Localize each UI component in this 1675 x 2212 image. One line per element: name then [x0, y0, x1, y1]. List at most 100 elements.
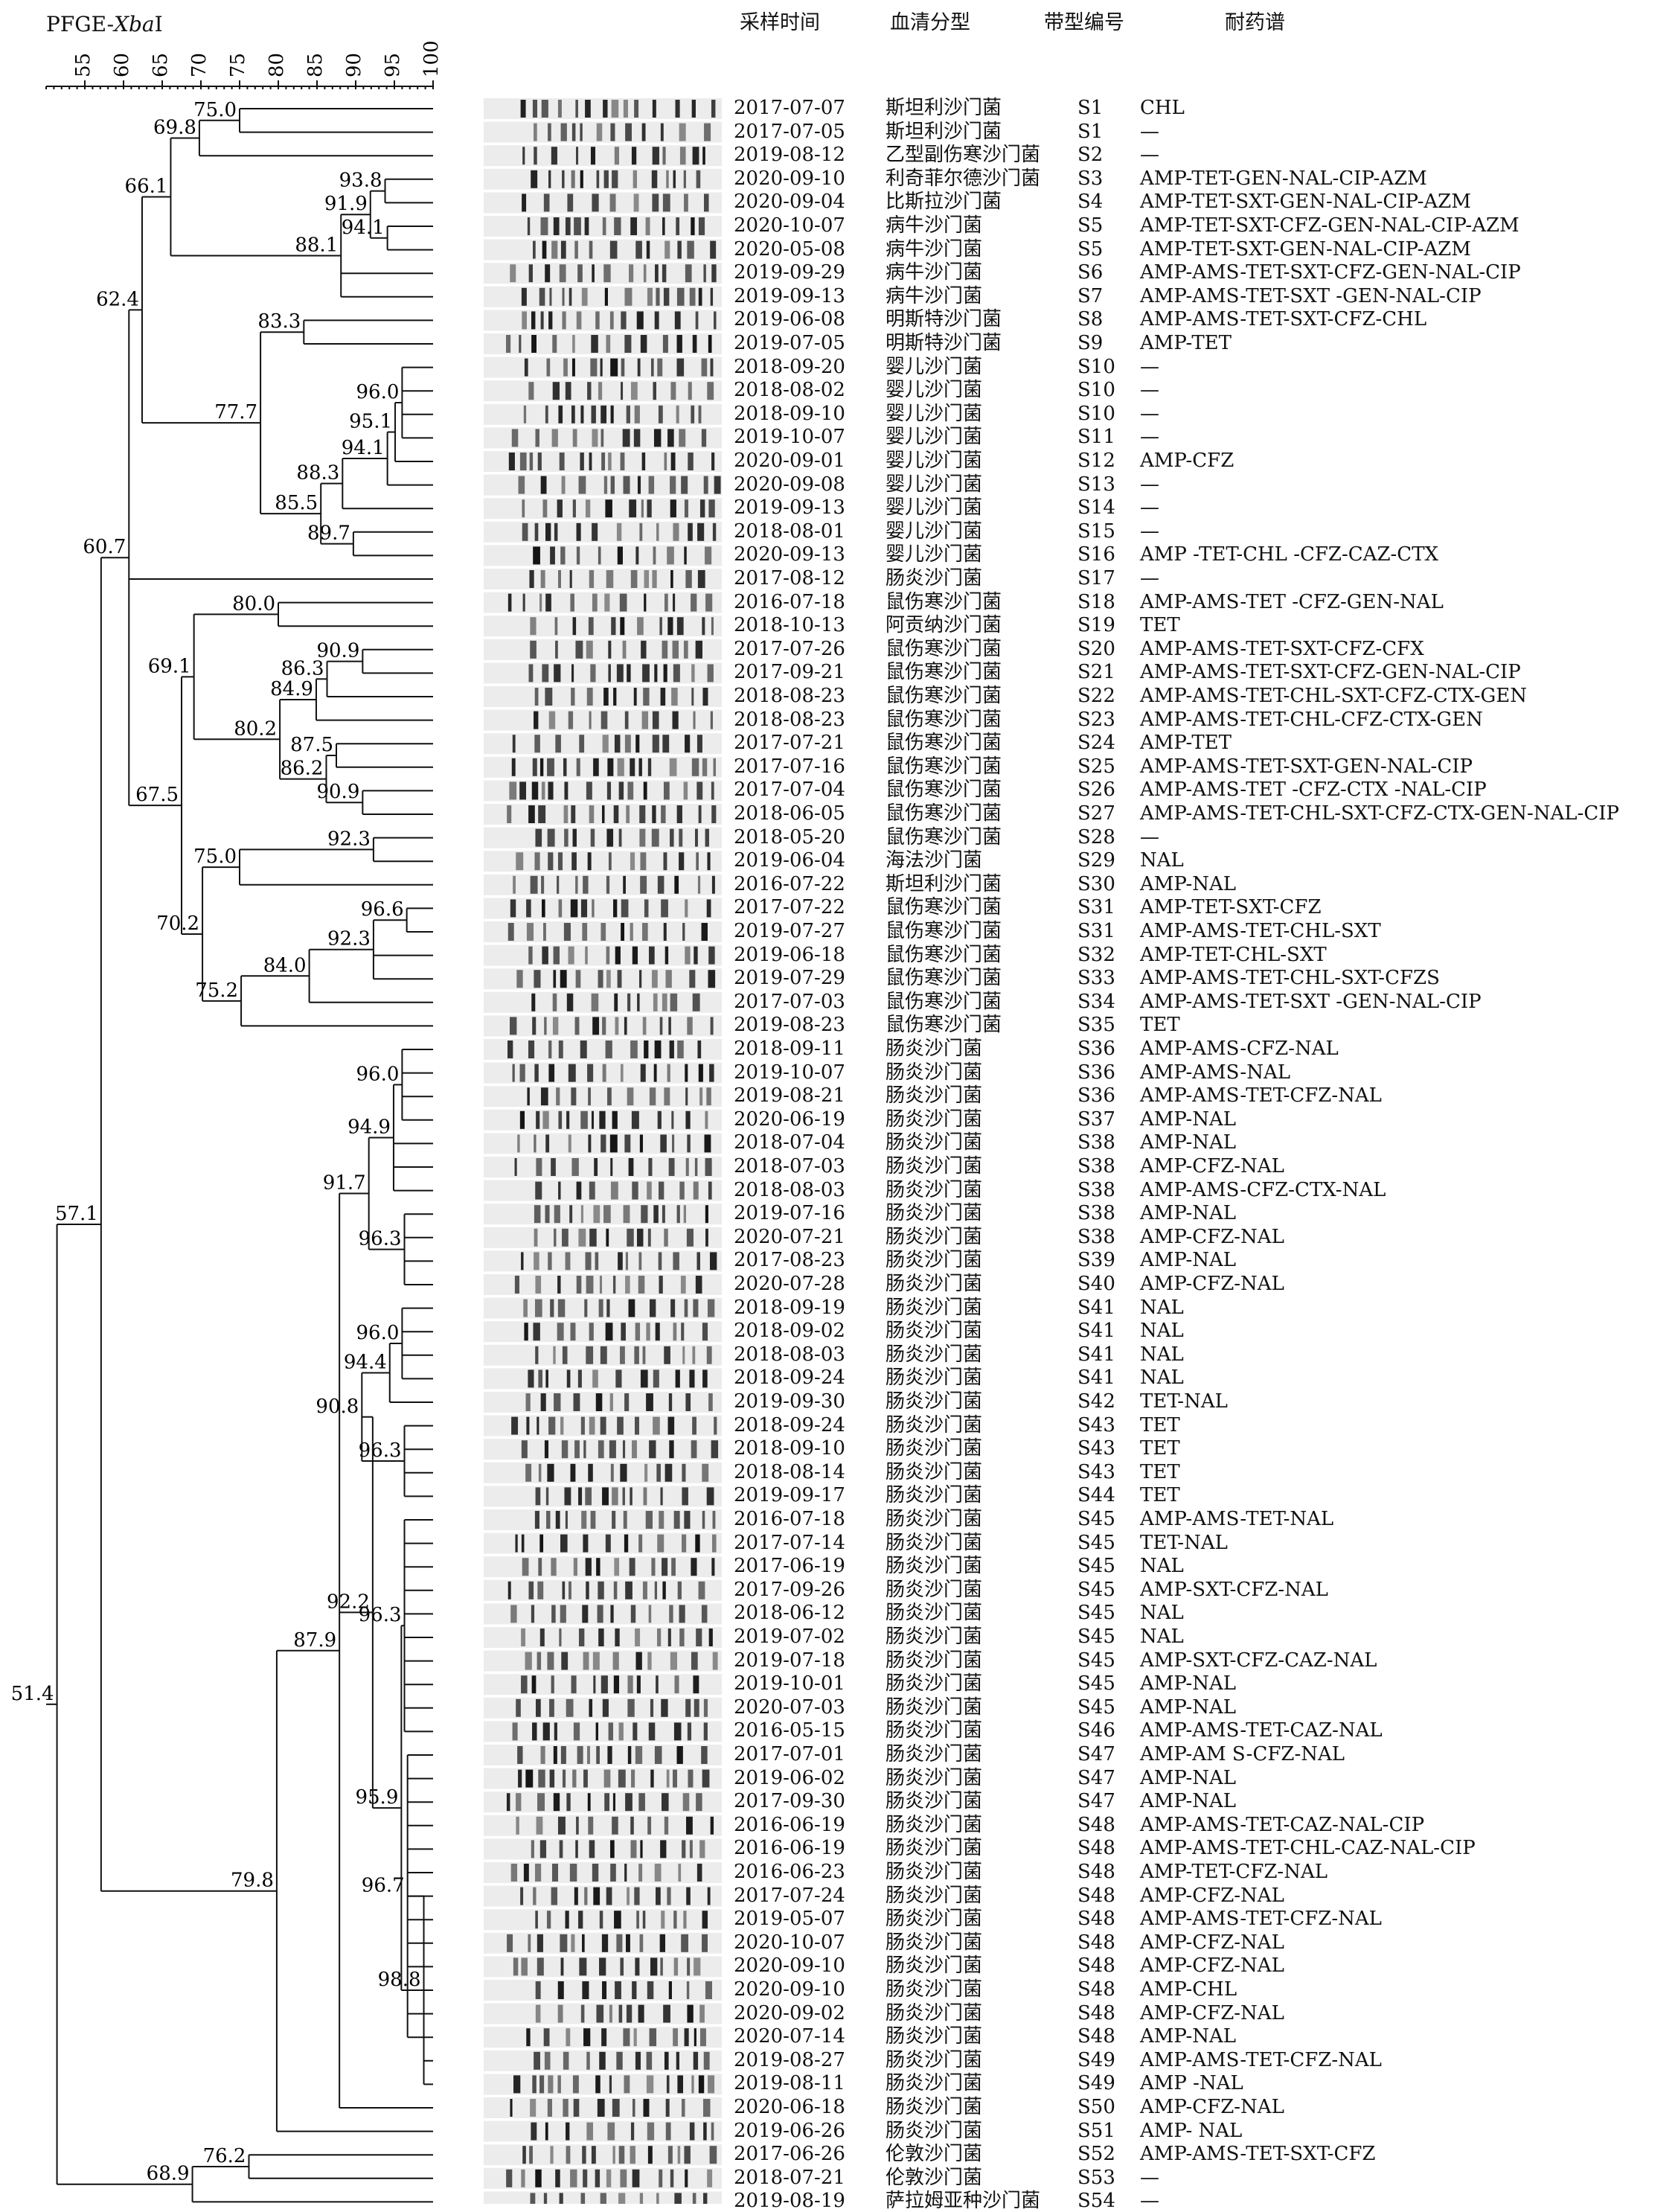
- gel-band: [535, 1181, 542, 1200]
- gel-band: [588, 1463, 593, 1482]
- gel-band: [656, 2193, 659, 2204]
- gel-band: [605, 1041, 612, 1058]
- isolate-resistance: NAL: [1140, 1296, 1184, 1319]
- gel-band: [653, 1416, 660, 1435]
- gel-band: [657, 358, 663, 377]
- gel-band: [541, 875, 545, 894]
- node-similarity-label: 93.8: [339, 170, 382, 192]
- isolate-band: S46: [1077, 1719, 1115, 1742]
- gel-band: [714, 311, 717, 330]
- gel-band: [640, 852, 647, 871]
- isolate-band: S38: [1077, 1155, 1115, 1177]
- gel-band: [525, 1463, 532, 1482]
- isolate-resistance: AMP-AMS-TET-SXT -GEN-NAL-CIP: [1140, 284, 1482, 307]
- gel-band: [545, 405, 548, 423]
- gel-band: [548, 1416, 556, 1435]
- isolate-resistance: AMP-NAL: [1140, 1766, 1237, 1789]
- gel-band: [642, 1581, 647, 1599]
- gel-band: [609, 1440, 616, 1459]
- gel-band: [610, 1158, 613, 1176]
- gel-band: [618, 2193, 626, 2204]
- gel-band: [662, 640, 668, 659]
- gel-band: [669, 758, 677, 776]
- gel-lane: [484, 1674, 722, 1695]
- gel-band: [708, 946, 715, 965]
- gel-band: [656, 1675, 659, 1694]
- gel-band: [545, 1205, 550, 1224]
- isolate-serotype: 阿贡纳沙门菌: [885, 614, 1002, 637]
- isolate-resistance: NAL: [1140, 849, 1184, 872]
- gel-band: [535, 1276, 542, 1294]
- gel-band: [519, 453, 527, 470]
- gel-band: [521, 1440, 528, 1459]
- gel-band: [559, 264, 566, 283]
- isolate-serotype: 肠炎沙门菌: [885, 1437, 983, 1460]
- gel-band: [542, 1110, 549, 1129]
- isolate-date: 2019-06-08: [734, 308, 845, 331]
- node-similarity-label: 80.2: [234, 717, 277, 740]
- gel-band: [689, 1840, 693, 1858]
- isolate-serotype: 婴儿沙门菌: [885, 520, 983, 543]
- gel-band: [566, 1369, 571, 1388]
- gel-band: [606, 570, 614, 588]
- gel-lane: [484, 1344, 722, 1366]
- gel-band: [652, 147, 659, 165]
- isolate-band: S45: [1077, 1602, 1115, 1625]
- gel-band: [576, 311, 582, 330]
- gel-band: [667, 1064, 670, 1082]
- isolate-band: S12: [1077, 450, 1115, 472]
- isolate-resistance: AMP-AMS-TET-CHL-CAZ-NAL-CIP: [1140, 1837, 1476, 1860]
- gel-band: [707, 382, 714, 400]
- gel-lane: [484, 592, 722, 613]
- gel-band: [630, 1041, 638, 1058]
- gel-band: [548, 170, 551, 188]
- gel-band: [603, 264, 611, 283]
- gel-band: [692, 335, 697, 353]
- isolate-date: 2017-07-05: [734, 120, 845, 143]
- gel-band: [653, 1205, 659, 1224]
- gel-band: [654, 1746, 662, 1764]
- gel-band: [652, 970, 658, 988]
- gel-band: [682, 1463, 686, 1482]
- gel-band: [571, 1158, 579, 1176]
- gel-band: [619, 593, 627, 612]
- gel-band: [604, 287, 608, 306]
- gel-band: [714, 1416, 717, 1435]
- isolate-date: 2018-06-05: [734, 802, 845, 825]
- gel-band: [591, 2146, 596, 2164]
- gel-band: [571, 664, 574, 683]
- scale-tick-label: 75: [227, 53, 249, 77]
- gel-band: [592, 899, 595, 918]
- gel-band: [507, 593, 512, 612]
- gel-band: [620, 1463, 627, 1482]
- isolate-date: 2018-09-11: [734, 1038, 845, 1060]
- gel-band: [588, 617, 594, 636]
- isolate-date: 2017-06-19: [734, 1555, 845, 1578]
- isolate-serotype: 鼠伤寒沙门菌: [885, 943, 1002, 966]
- gel-band: [623, 1205, 630, 1224]
- gel-band: [510, 1864, 518, 1882]
- node-similarity-label: 96.6: [361, 898, 404, 921]
- gel-band: [537, 1793, 545, 1812]
- isolate-band: S5: [1077, 214, 1104, 237]
- gel-band: [589, 1228, 597, 1247]
- isolate-resistance: AMP-CFZ-NAL: [1140, 1884, 1284, 1907]
- gel-band: [558, 1041, 563, 1058]
- gel-band: [514, 1158, 517, 1176]
- gel-lane: [484, 263, 722, 284]
- gel-band: [535, 1911, 538, 1929]
- gel-band: [606, 970, 611, 988]
- gel-band: [688, 453, 694, 470]
- isolate-band: S45: [1077, 1531, 1115, 1554]
- gel-band: [521, 1675, 528, 1694]
- gel-band: [663, 781, 670, 800]
- isolate-band: S33: [1077, 967, 1115, 990]
- node-similarity-label: 75.0: [193, 99, 237, 121]
- gel-band: [710, 287, 714, 306]
- isolate-date: 2020-09-10: [734, 167, 845, 190]
- gel-band: [553, 1346, 556, 1364]
- isolate-band: S9: [1077, 332, 1104, 354]
- title-prefix: PFGE-: [46, 12, 115, 36]
- gel-band: [545, 1487, 549, 1506]
- gel-band: [522, 522, 528, 541]
